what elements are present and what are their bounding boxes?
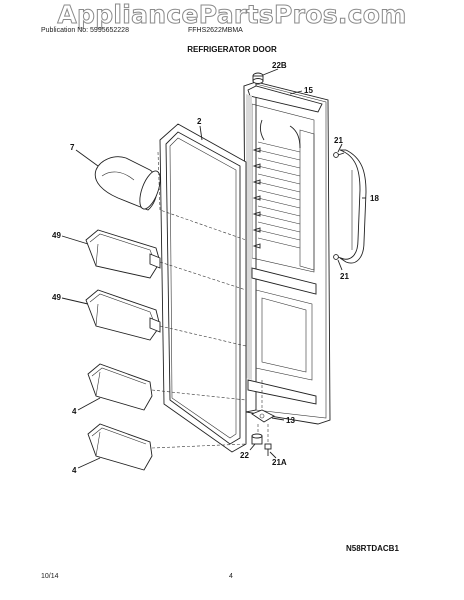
footer-page-number: 4: [229, 573, 233, 580]
dairy-compartment: [94, 156, 161, 211]
door-bin-4-lower: [87, 423, 153, 471]
door-bin-49-upper: [85, 229, 161, 279]
callout-2: 2: [197, 117, 202, 126]
page-title: REFRIGERATOR DOOR: [187, 45, 277, 54]
callout-49-upper: 49: [52, 231, 61, 240]
callout-18: 18: [370, 194, 379, 203]
callout-21-top: 21: [334, 136, 343, 145]
publication-number: Publication No: 5995652228: [41, 27, 129, 34]
handle-screw-bottom: [333, 254, 345, 260]
door-bin-49-lower: [85, 289, 161, 341]
hinge-screw: [264, 443, 272, 456]
callout-4-upper: 4: [72, 407, 77, 416]
footer-date: 10/14: [41, 573, 59, 580]
door-bin-4-upper: [87, 363, 153, 411]
callout-22b: 22B: [272, 61, 287, 70]
callout-21-mid: 21: [340, 272, 349, 281]
diagram-code: N58RTDACB1: [346, 544, 399, 553]
site-watermark: AppliancePartsPros.com: [57, 0, 407, 30]
hinge-bracket: [251, 409, 275, 423]
handle-screw-top: [333, 152, 345, 158]
callout-15: 15: [304, 86, 313, 95]
door-outer-shell: [243, 81, 331, 425]
callout-21a: 21A: [272, 458, 287, 467]
door-handle: [339, 149, 367, 264]
door-cap-22b: [252, 72, 264, 84]
callout-22: 22: [240, 451, 249, 460]
callout-4-lower: 4: [72, 466, 77, 475]
door-gasket: [159, 123, 247, 453]
model-number: FFHS2622MBMA: [188, 27, 243, 34]
callout-49-lower: 49: [52, 293, 61, 302]
callout-13: 13: [286, 416, 295, 425]
callout-7: 7: [70, 143, 75, 152]
hinge-bushing: [251, 433, 263, 445]
